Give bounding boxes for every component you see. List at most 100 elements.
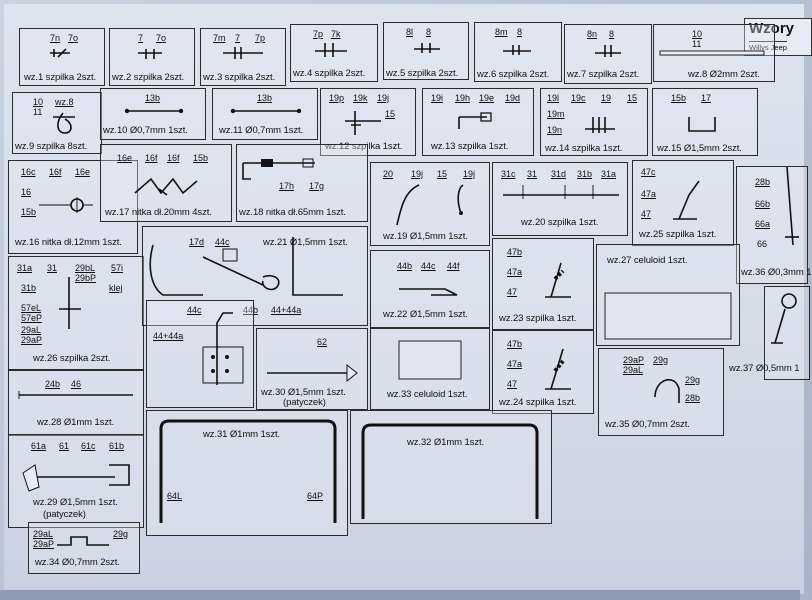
part-label: 8n (587, 29, 598, 39)
part-label: wz.8 (55, 97, 74, 107)
part-label: 66a (755, 219, 771, 229)
part-caption: wz.4 szpilka 2szt. (293, 68, 366, 79)
part-wz8: 10 11 wz.8 Ø2mm 2szt. (653, 24, 775, 82)
part-label: 7 (138, 33, 144, 43)
part-wz21: 17d 44c 44b 44+44a wz.21 Ø1,5mm 1szt. (142, 226, 368, 326)
part-label: 13b (257, 93, 273, 103)
part-label: 29g (685, 375, 701, 385)
part-wz19: 20 19j 15 19j wz.19 Ø1,5mm 1szt. (370, 162, 490, 246)
part-label: 47a (507, 359, 523, 369)
page-subtitle: Willys Jeep (749, 41, 787, 52)
part-label: 15b (193, 153, 209, 163)
part-label: 8m (495, 27, 508, 37)
part-label: 64P (307, 491, 324, 501)
part-label: 61b (109, 441, 125, 451)
part-label: 31b (21, 283, 37, 293)
part-label: 29aL (623, 365, 644, 375)
table-surface (0, 590, 800, 600)
part-label: 61a (31, 441, 47, 451)
part-label: 16e (117, 153, 133, 163)
part-wz18: 17h 17g wz.18 nitka dł.65mm 1szt. (236, 144, 368, 222)
part-caption-secondary: (patyczek) (43, 509, 86, 520)
part-label: 57eL (21, 303, 42, 313)
part-label: 31d (551, 169, 567, 179)
part-label: 66b (755, 199, 771, 209)
part-label: 44f (447, 261, 460, 271)
part-wz1: 7n 7o wz.1 szpilka 2szt. (19, 28, 105, 86)
part-label: 31a (601, 169, 617, 179)
part-label: 19j (377, 93, 390, 103)
part-label: 29bL (75, 263, 96, 273)
part-label: 29bP (75, 273, 97, 283)
part-wz3: 7m 7 7p wz.3 szpilka 2szt. (200, 28, 286, 86)
part-label: 29g (653, 355, 669, 365)
part-label: 47 (507, 287, 518, 297)
part-label: 31a (17, 263, 33, 273)
part-caption: wz.9 szpilka 8szt. (15, 141, 88, 152)
part-caption: wz.12 szpilka 1szt. (325, 141, 403, 152)
part-caption: wz.18 nitka dł.65mm 1szt. (239, 207, 346, 218)
part-label: 13b (145, 93, 161, 103)
part-wz30: 62 wz.30 Ø1,5mm 1szt. (patyczek) (256, 328, 368, 410)
part-caption: wz.16 nitka dł.12mm 1szt. (15, 237, 122, 248)
part-label: 17d (189, 237, 205, 247)
part-label: 44c (215, 237, 230, 247)
part-label: 29g (113, 529, 129, 539)
part-wz22: 44b 44c 44f wz.22 Ø1,5mm 1szt. (370, 250, 490, 328)
part-wz28: 24b 46 wz.28 Ø1mm 1szt. (8, 370, 144, 436)
part-label: 44b (397, 261, 413, 271)
part-label: 28b (685, 393, 701, 403)
part-label: 47a (641, 189, 657, 199)
part-caption: wz.22 Ø1,5mm 1szt. (383, 309, 468, 320)
part-label: 8 (426, 27, 432, 37)
part-caption: wz.14 szpilka 1szt. (545, 143, 623, 154)
part-caption: wz.34 Ø0,7mm 2szt. (35, 557, 120, 568)
part-caption: wz.21 Ø1,5mm 1szt. (263, 237, 348, 248)
part-caption: wz.28 Ø1mm 1szt. (37, 417, 115, 428)
part-label: 8l (406, 27, 414, 37)
part-wz20: 31c 31 31d 31b 31a wz.20 szpilka 1szt. (492, 162, 628, 236)
part-label: 16 (21, 187, 32, 197)
part-caption: wz.24 szpilka 1szt. (499, 397, 577, 408)
part-label: 16e (75, 167, 91, 177)
part-label: 19p (329, 93, 345, 103)
part-label: 19n (547, 125, 563, 135)
part-label: 7p (313, 29, 324, 39)
part-label: 7k (331, 29, 341, 39)
part-label: 31 (527, 169, 538, 179)
part-wz13: 19i 19h 19e 19d wz.13 szpilka 1szt. (422, 88, 534, 156)
part-caption: wz.37 Ø0,5mm 1 (729, 363, 800, 374)
part-caption: wz.27 celuloid 1szt. (607, 255, 688, 266)
part-label: 19 (601, 93, 612, 103)
part-caption: wz.5 szpilka 2szt. (386, 68, 459, 79)
part-wz24: 47b 47a 47 wz.24 szpilka 1szt. (492, 330, 594, 414)
part-label: 19m (547, 109, 565, 119)
part-caption: wz.1 szpilka 2szt. (24, 72, 97, 83)
part-label: klej (109, 283, 123, 293)
part-label: 10 (692, 29, 703, 39)
part-label: 28b (755, 177, 771, 187)
part-label: 8 (517, 27, 523, 37)
part-label: 17 (701, 93, 712, 103)
part-label: 20 (383, 169, 394, 179)
part-label: 16c (21, 167, 36, 177)
part-wz26: 31a 31 29bL 29bP 57i 31b klej 57eL 57eP … (8, 256, 144, 370)
part-label: 16f (49, 167, 62, 177)
part-label: 47b (507, 247, 523, 257)
part-label: 19d (505, 93, 521, 103)
part-label: 10 (33, 97, 44, 107)
part-label: 15b (21, 207, 37, 217)
part-caption-secondary: (patyczek) (283, 397, 326, 408)
part-wz34: 29aL 29aP 29g wz.34 Ø0,7mm 2szt. (28, 522, 140, 574)
part-wz11: 13b wz.11 Ø0,7mm 1szt. (212, 88, 318, 140)
part-caption: wz.17 nitka dł.20mm 4szt. (105, 207, 212, 218)
part-label: 29aL (21, 325, 42, 335)
part-label: 19c (571, 93, 586, 103)
part-caption: wz.26 szpilka 2szt. (33, 353, 111, 364)
part-wz5: 8l 8 wz.5 szpilka 2szt. (383, 22, 469, 80)
part-caption: wz.33 celuloid 1szt. (387, 389, 468, 400)
part-label: 66 (757, 239, 768, 249)
part-caption: wz.32 Ø1mm 1szt. (407, 437, 485, 448)
part-wz32: wz.32 Ø1mm 1szt. (350, 410, 552, 524)
part-label: 19h (455, 93, 471, 103)
